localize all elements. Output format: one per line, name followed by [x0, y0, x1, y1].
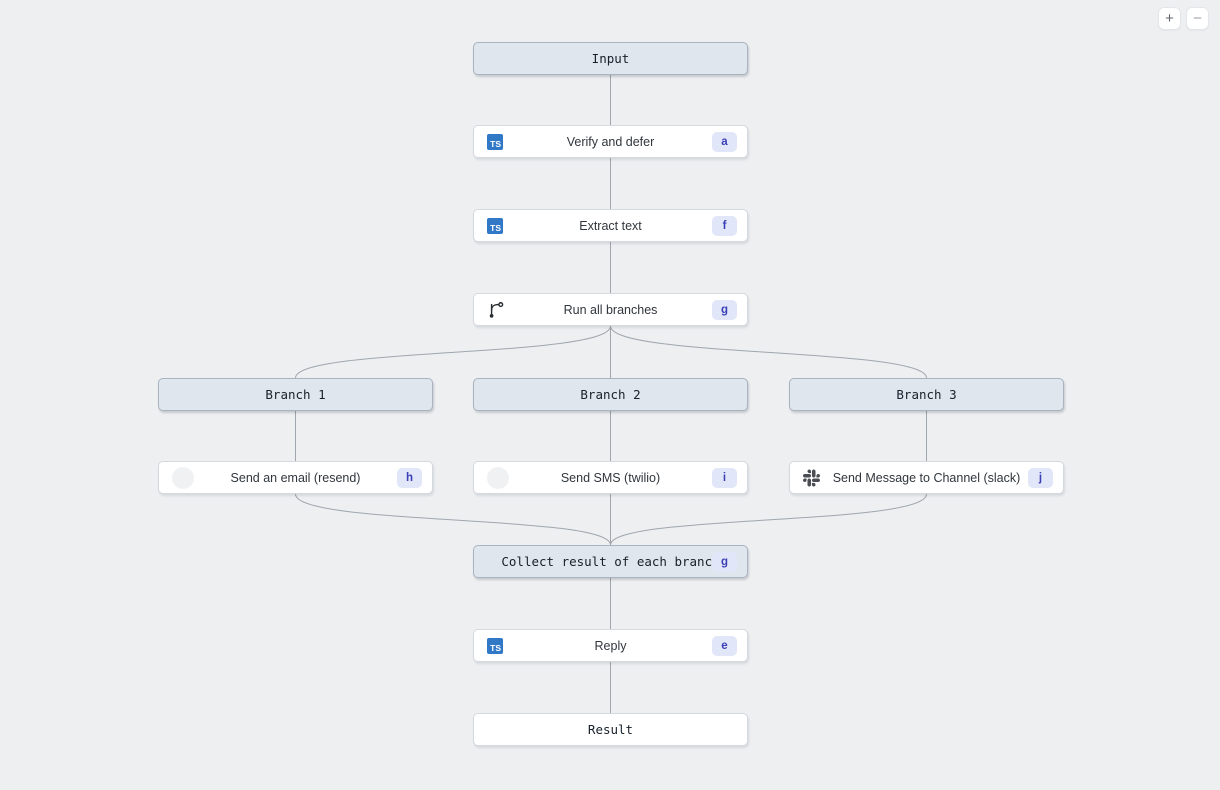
node-send-email-resend[interactable]: Send an email (resend) h	[158, 461, 433, 494]
zoom-in-button[interactable]: +	[1158, 7, 1181, 30]
node-branch-3-label: Branch 3	[896, 387, 957, 402]
node-send-slack-label: Send Message to Channel (slack)	[832, 470, 1021, 485]
node-extract-badge: f	[712, 215, 737, 236]
typescript-icon: TS	[487, 133, 503, 150]
node-reply[interactable]: TS Reply e	[473, 629, 748, 662]
node-branch-2[interactable]: Branch 2	[473, 378, 748, 411]
node-send-email-label: Send an email (resend)	[230, 470, 361, 485]
node-run-all-branches[interactable]: Run all branches g	[473, 293, 748, 326]
node-send-slack-badge: j	[1028, 467, 1053, 488]
node-extract-text[interactable]: TS Extract text f	[473, 209, 748, 242]
node-branch-2-label: Branch 2	[580, 387, 641, 402]
node-input[interactable]: Input	[473, 42, 748, 75]
node-collect-result[interactable]: Collect result of each branch g	[473, 545, 748, 578]
node-extract-label: Extract text	[579, 218, 642, 233]
node-verify-badge: a	[712, 131, 737, 152]
node-send-email-badge: h	[397, 467, 422, 488]
node-verify-label: Verify and defer	[566, 134, 655, 149]
branch-icon	[487, 300, 507, 320]
node-input-label: Input	[591, 51, 630, 66]
node-reply-badge: e	[712, 635, 737, 656]
node-run-branches-label: Run all branches	[563, 302, 658, 317]
resend-icon	[172, 466, 194, 489]
node-result[interactable]: Result	[473, 713, 748, 746]
node-verify-and-defer[interactable]: TS Verify and defer a	[473, 125, 748, 158]
node-result-label: Result	[587, 722, 634, 737]
node-collect-label: Collect result of each branch	[501, 554, 720, 569]
slack-icon	[803, 469, 820, 486]
node-collect-badge: g	[712, 551, 737, 572]
typescript-icon: TS	[487, 637, 503, 654]
node-branch-1-label: Branch 1	[265, 387, 326, 402]
node-branch-1[interactable]: Branch 1	[158, 378, 433, 411]
node-branch-3[interactable]: Branch 3	[789, 378, 1064, 411]
twilio-icon	[487, 466, 509, 489]
node-reply-label: Reply	[594, 638, 627, 653]
node-run-branches-badge: g	[712, 299, 737, 320]
zoom-controls: + −	[1158, 7, 1209, 30]
typescript-icon: TS	[487, 217, 503, 234]
node-send-message-slack[interactable]: Send Message to Channel (slack) j	[789, 461, 1064, 494]
node-send-sms-badge: i	[712, 467, 737, 488]
zoom-out-button[interactable]: −	[1186, 7, 1209, 30]
node-send-sms-twilio[interactable]: Send SMS (twilio) i	[473, 461, 748, 494]
node-send-sms-label: Send SMS (twilio)	[560, 470, 661, 485]
